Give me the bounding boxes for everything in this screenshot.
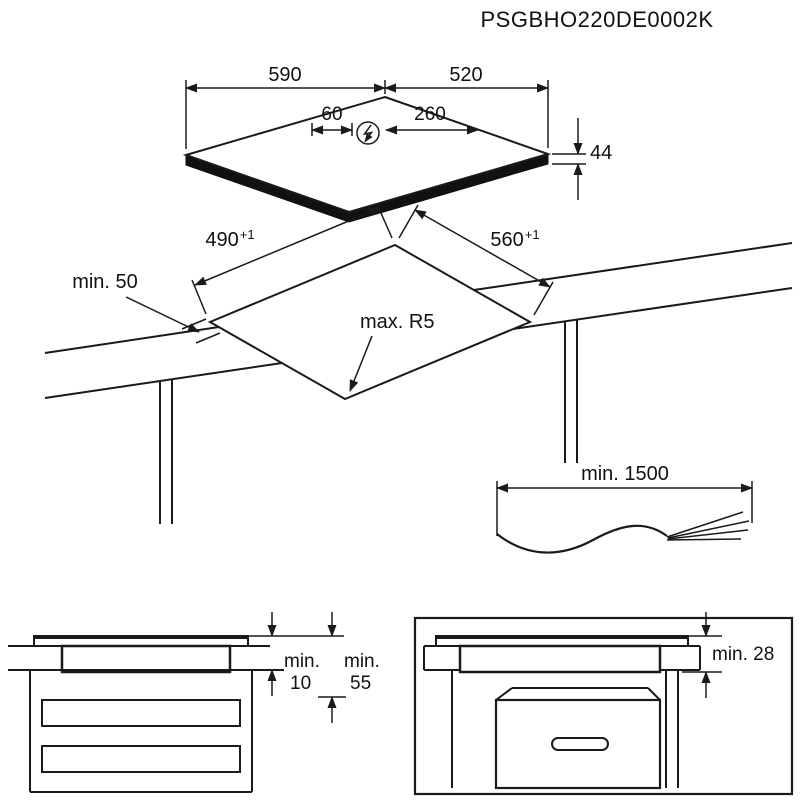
dim-260: 260 [385,104,479,135]
cabinet-with-drawers [29,670,253,793]
min-55-word: min. [344,651,380,672]
dim-44-label: 44 [590,142,612,164]
dim-590-label: 590 [268,64,301,86]
dim-min-28: min. 28 [682,612,774,698]
worktop-cutout-view: 490+1 560+1 min. 50 max. R5 [44,203,793,524]
dim-max-r5: max. R5 [349,311,434,392]
dim-60: 60 [311,104,353,136]
section-oven-unit: min. 28 [413,612,794,796]
worktop-section [8,645,284,671]
section-drawer-unit: min. 10 min. 55 [8,612,380,793]
min-28-label: min. 28 [712,644,774,665]
drawer-front-top [41,699,241,727]
product-code: PSGBHO220DE0002K [480,7,713,32]
dim-520-label: 520 [449,64,482,86]
dim-560-label: 560+1 [490,227,539,251]
dim-260-label: 260 [414,104,446,125]
power-connection-icon [356,121,380,145]
min-10-word: min. [284,651,320,672]
hob-top-surface [182,95,552,214]
hob-isometric-view: 590 520 44 60 260 [182,64,612,223]
hob-body [60,644,232,674]
dim-min-55: min. 55 [318,612,380,723]
worktop-front-top-edge [44,326,220,354]
min-10-value: 10 [290,673,311,694]
dim-490-label: 490+1 [205,227,254,251]
cable-frayed-end [666,511,750,541]
dim-560: 560+1 [398,204,554,316]
dim-min-50: min. 50 [72,271,221,344]
cable-length-label: min. 1500 [581,463,669,485]
min-50-label: min. 50 [72,271,138,293]
drawer-front-bottom [41,745,241,773]
oven-handle [551,737,609,751]
dim-min-10: min. 10 [248,612,344,696]
lightning-bolt-icon [362,124,374,143]
dim-520: 520 [384,64,549,148]
built-in-oven [494,687,662,790]
min-55-value: 55 [350,673,371,694]
worktop-front-bottom-edge [44,362,283,399]
cable-curve [496,524,668,554]
dim-44: 44 [552,118,612,200]
hob-body [458,644,662,674]
dim-490: 490+1 [191,203,393,315]
mains-cable-view: min. 1500 [496,463,753,554]
cabinet-legs [159,320,578,524]
dim-590: 590 [185,64,386,149]
dim-60-label: 60 [321,104,342,125]
max-r5-label: max. R5 [360,311,434,333]
cabinet-sides [451,670,679,788]
